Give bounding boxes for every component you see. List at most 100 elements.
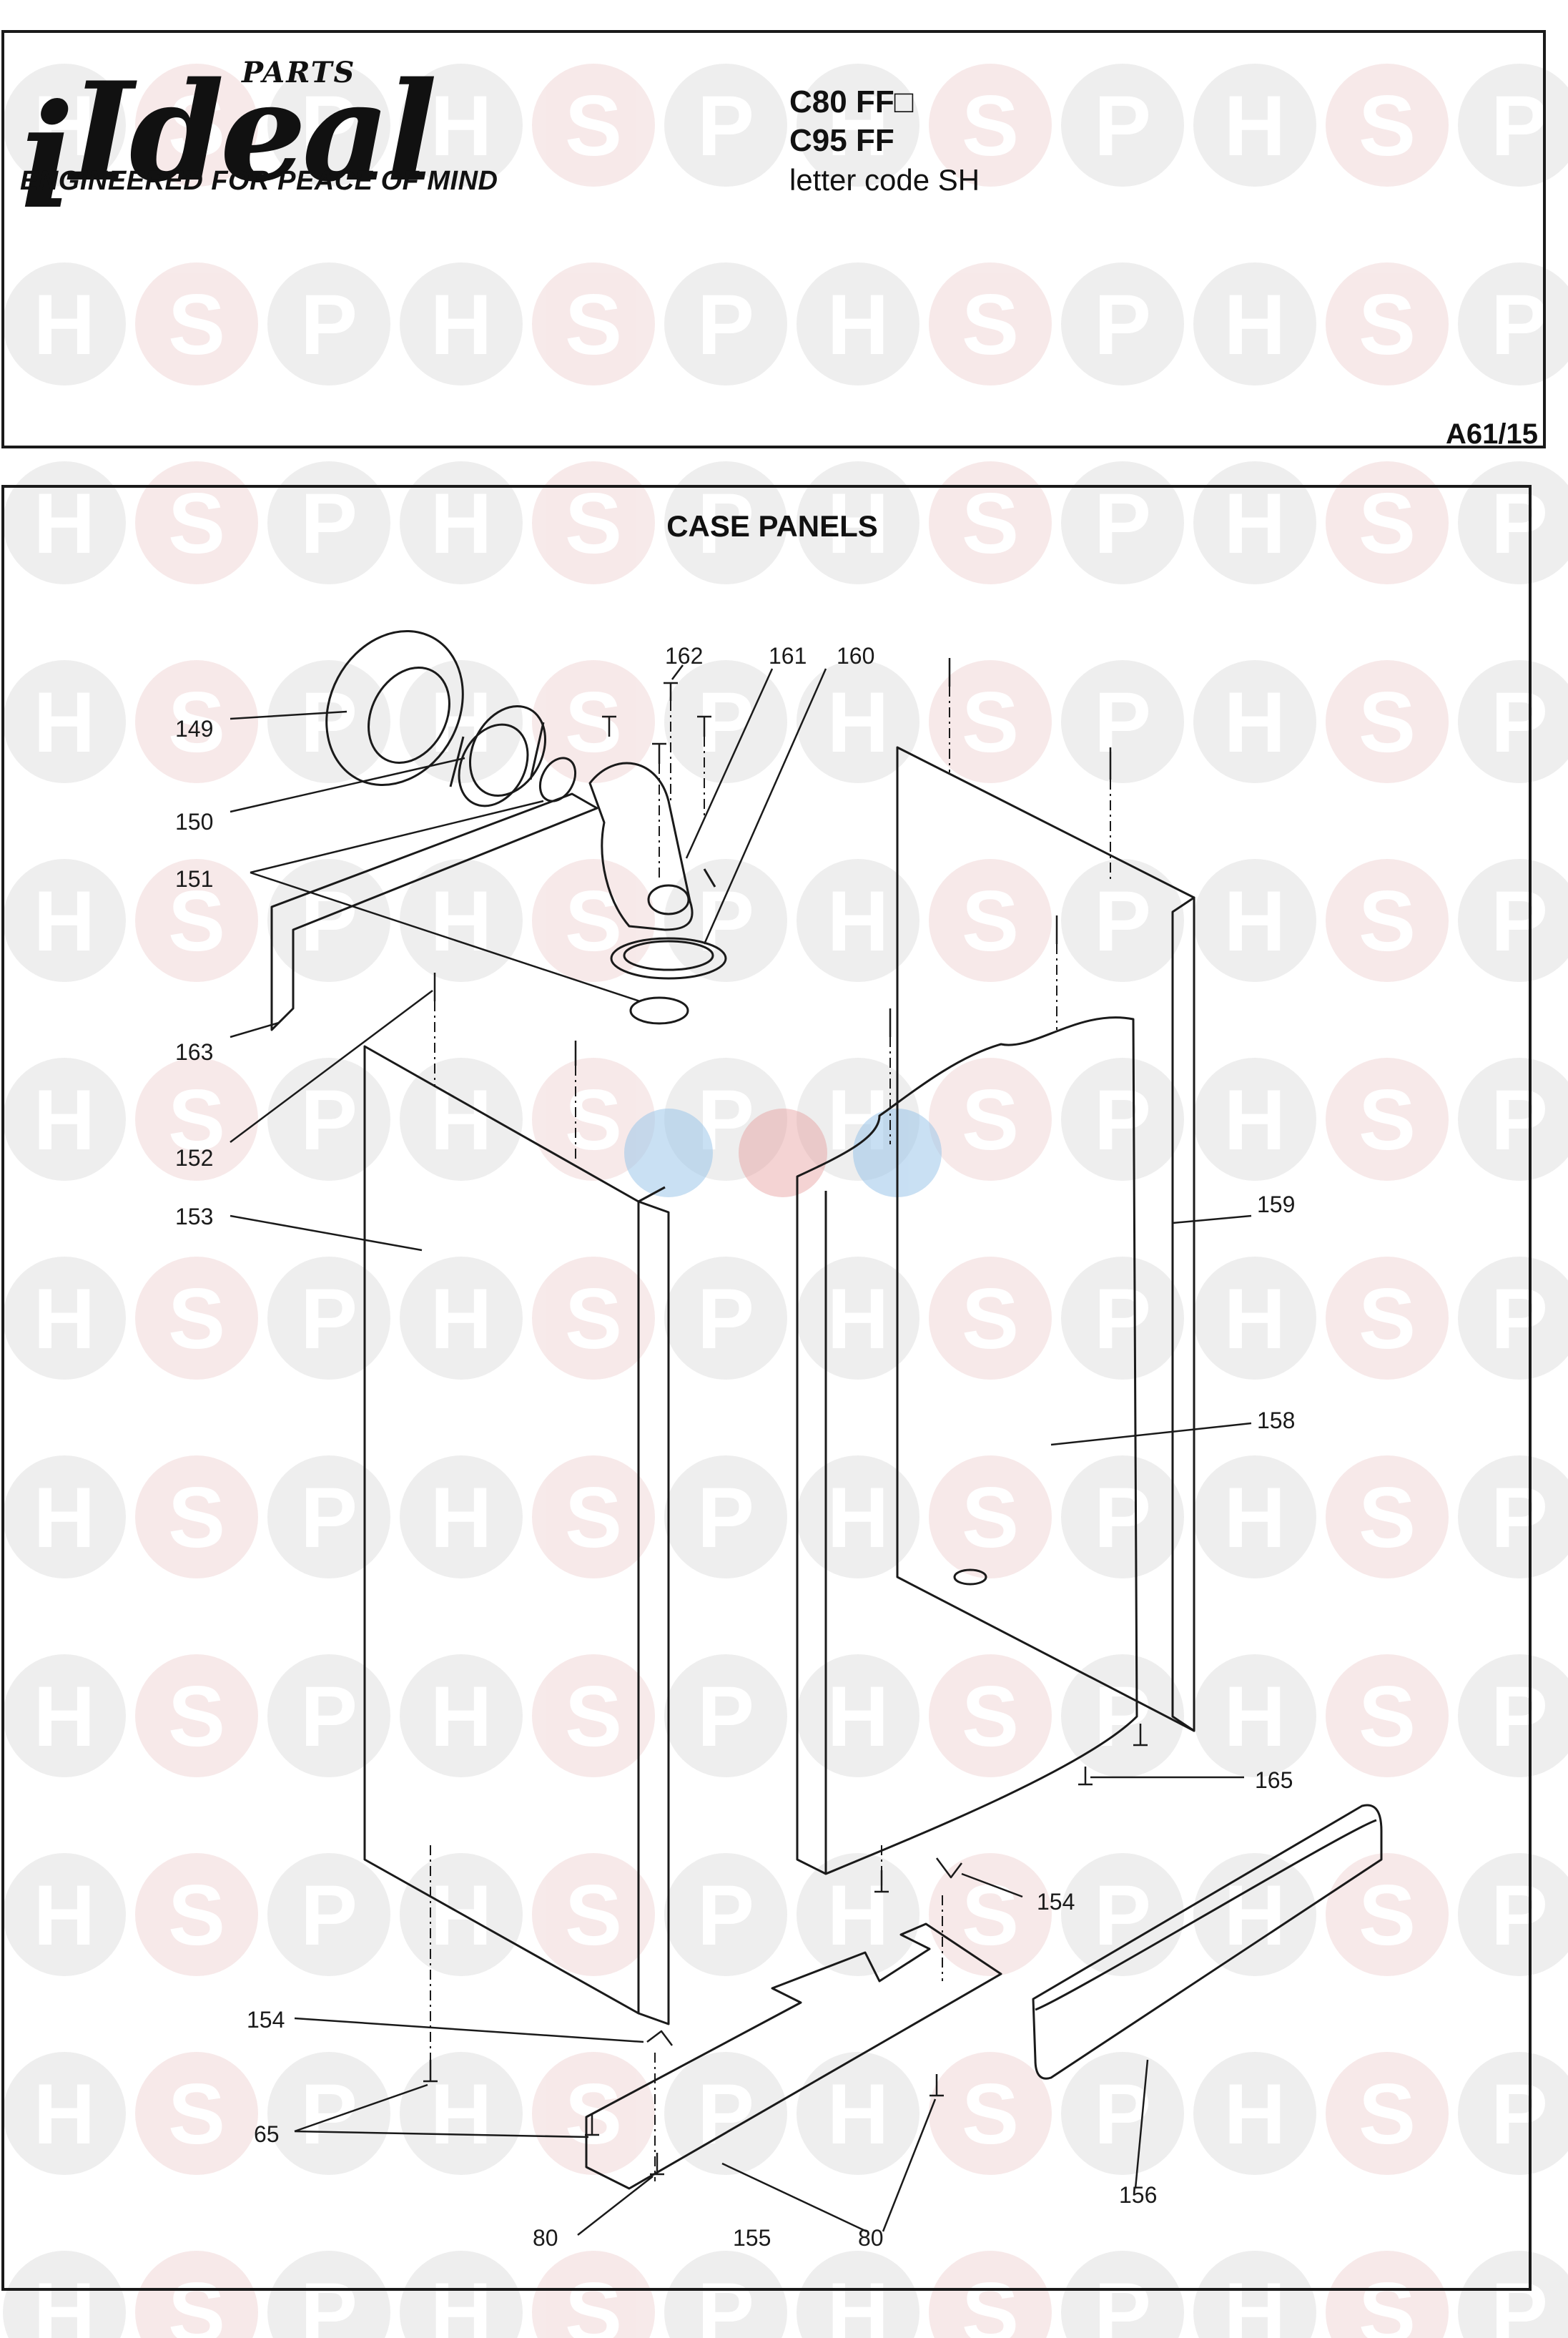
watermark-letter: S bbox=[962, 476, 1019, 571]
watermark-s-circle: S bbox=[532, 1853, 655, 1976]
front-panel-158 bbox=[796, 1016, 1138, 1875]
seal-151b bbox=[629, 996, 689, 1025]
watermark-letter: S bbox=[168, 1072, 225, 1168]
watermark-h-circle: H bbox=[400, 1058, 523, 1181]
watermark-s-circle: S bbox=[1326, 1853, 1449, 1976]
watermark-letter: S bbox=[168, 873, 225, 969]
watermark-letter: H bbox=[827, 674, 889, 770]
watermark-p-circle: P bbox=[664, 2251, 787, 2338]
watermark-letter: S bbox=[168, 277, 225, 373]
watermark-letter: H bbox=[827, 1470, 889, 1566]
watermark-p-circle: P bbox=[267, 1654, 390, 1777]
watermark-h-circle: H bbox=[3, 1455, 126, 1578]
watermark-s-circle: S bbox=[135, 1257, 258, 1380]
watermark-letter: S bbox=[565, 277, 622, 373]
model-line-2: C95 FF bbox=[789, 123, 894, 158]
watermark-p-circle: P bbox=[267, 461, 390, 584]
watermark-letter: P bbox=[697, 78, 754, 174]
watermark-letter: S bbox=[565, 1072, 622, 1168]
watermark-letter: P bbox=[1094, 277, 1151, 373]
watermark-p-circle: P bbox=[1458, 660, 1568, 783]
alignment-lines bbox=[430, 687, 1111, 2181]
label-158: 158 bbox=[1257, 1408, 1295, 1433]
brand-logo: i Ideal PARTS bbox=[20, 43, 438, 229]
watermark-letter: P bbox=[1094, 873, 1151, 969]
leader-lines bbox=[230, 664, 1252, 2236]
watermark-letter: H bbox=[34, 1867, 96, 1963]
watermark-s-circle: S bbox=[1326, 1455, 1449, 1578]
watermark-letter: H bbox=[34, 1271, 96, 1367]
watermark-h-circle: H bbox=[400, 262, 523, 385]
watermark-p-circle: P bbox=[1458, 1058, 1568, 1181]
watermark-letter: H bbox=[1224, 674, 1286, 770]
label-149: 149 bbox=[175, 716, 213, 742]
watermark-letter: S bbox=[168, 1470, 225, 1566]
watermark-letter: S bbox=[1359, 1867, 1416, 1963]
watermark-h-circle: H bbox=[3, 2052, 126, 2175]
watermark-h-circle: H bbox=[3, 2251, 126, 2338]
watermark-letter: S bbox=[962, 873, 1019, 969]
watermark-letter: P bbox=[300, 1072, 358, 1168]
watermark-letter: S bbox=[962, 277, 1019, 373]
watermark-letter: S bbox=[565, 1271, 622, 1367]
label-154-right: 154 bbox=[1037, 1889, 1075, 1915]
watermark-h-circle: H bbox=[3, 64, 126, 187]
watermark-letter: S bbox=[1359, 674, 1416, 770]
watermark-p-circle: P bbox=[267, 1853, 390, 1976]
watermark-letter: P bbox=[1491, 1072, 1548, 1168]
watermark-letter: P bbox=[1094, 1271, 1151, 1367]
watermark-letter: H bbox=[34, 2066, 96, 2162]
watermark-letter: P bbox=[1491, 1470, 1548, 1566]
watermark-h-circle: H bbox=[1193, 2052, 1316, 2175]
watermark-h-circle: H bbox=[1193, 461, 1316, 584]
watermark-letter: H bbox=[827, 2066, 889, 2162]
label-65: 65 bbox=[254, 2121, 280, 2147]
watermark-letter: P bbox=[1491, 1867, 1548, 1963]
watermark-p-circle: P bbox=[664, 1455, 787, 1578]
label-161: 161 bbox=[769, 643, 807, 669]
watermark-p-circle: P bbox=[664, 1654, 787, 1777]
watermark-s-circle: S bbox=[929, 64, 1052, 187]
watermark-letter: S bbox=[1359, 78, 1416, 174]
watermark-h-circle: H bbox=[797, 1455, 919, 1578]
watermark-letter: H bbox=[1224, 1072, 1286, 1168]
watermark-letter: H bbox=[1224, 2265, 1286, 2338]
watermark-h-circle: H bbox=[797, 1257, 919, 1380]
label-152: 152 bbox=[175, 1145, 213, 1171]
flue-sleeve-150 bbox=[449, 705, 547, 807]
watermark-s-circle: S bbox=[532, 2251, 655, 2338]
brand-tagline: ENGINEERED FOR PEACE OF MIND bbox=[20, 166, 498, 196]
watermark-letter: P bbox=[300, 277, 358, 373]
watermark-letter: H bbox=[1224, 2066, 1286, 2162]
watermark-p-circle: P bbox=[267, 2052, 390, 2175]
watermark-letter: H bbox=[430, 1470, 493, 1566]
watermark-letter: S bbox=[168, 2265, 225, 2338]
watermark-p-circle: P bbox=[1061, 1257, 1184, 1380]
watermark-letter: P bbox=[300, 2066, 358, 2162]
watermark-letter: S bbox=[1359, 476, 1416, 571]
watermark-s-circle: S bbox=[532, 461, 655, 584]
watermark-letter: H bbox=[34, 2265, 96, 2338]
watermark-letter: H bbox=[34, 873, 96, 969]
watermark-p-circle: P bbox=[1061, 262, 1184, 385]
watermark-letter: S bbox=[168, 1867, 225, 1963]
watermark-h-circle: H bbox=[797, 262, 919, 385]
watermark-s-circle: S bbox=[532, 1257, 655, 1380]
watermark-letter: P bbox=[697, 2265, 754, 2338]
watermark-letter: P bbox=[697, 476, 754, 571]
flue-terminal-149 bbox=[325, 629, 464, 787]
watermark-h-circle: H bbox=[1193, 1654, 1316, 1777]
watermark-letter: P bbox=[300, 1669, 358, 1764]
watermark-s-circle: S bbox=[135, 2052, 258, 2175]
watermark-h-circle: H bbox=[1193, 1058, 1316, 1181]
watermark-letter: S bbox=[1359, 2265, 1416, 2338]
watermark-s-circle: S bbox=[1326, 1058, 1449, 1181]
watermark-h-circle: H bbox=[797, 64, 919, 187]
watermark-letter: P bbox=[1491, 476, 1548, 571]
watermark-h-circle: H bbox=[1193, 1257, 1316, 1380]
brand-name: Ideal bbox=[70, 52, 438, 212]
watermark-p-circle: P bbox=[1458, 1853, 1568, 1976]
bottom-cover-156 bbox=[1032, 1804, 1383, 2080]
watermark-letter: H bbox=[34, 1072, 96, 1168]
watermark-letter: P bbox=[697, 674, 754, 770]
